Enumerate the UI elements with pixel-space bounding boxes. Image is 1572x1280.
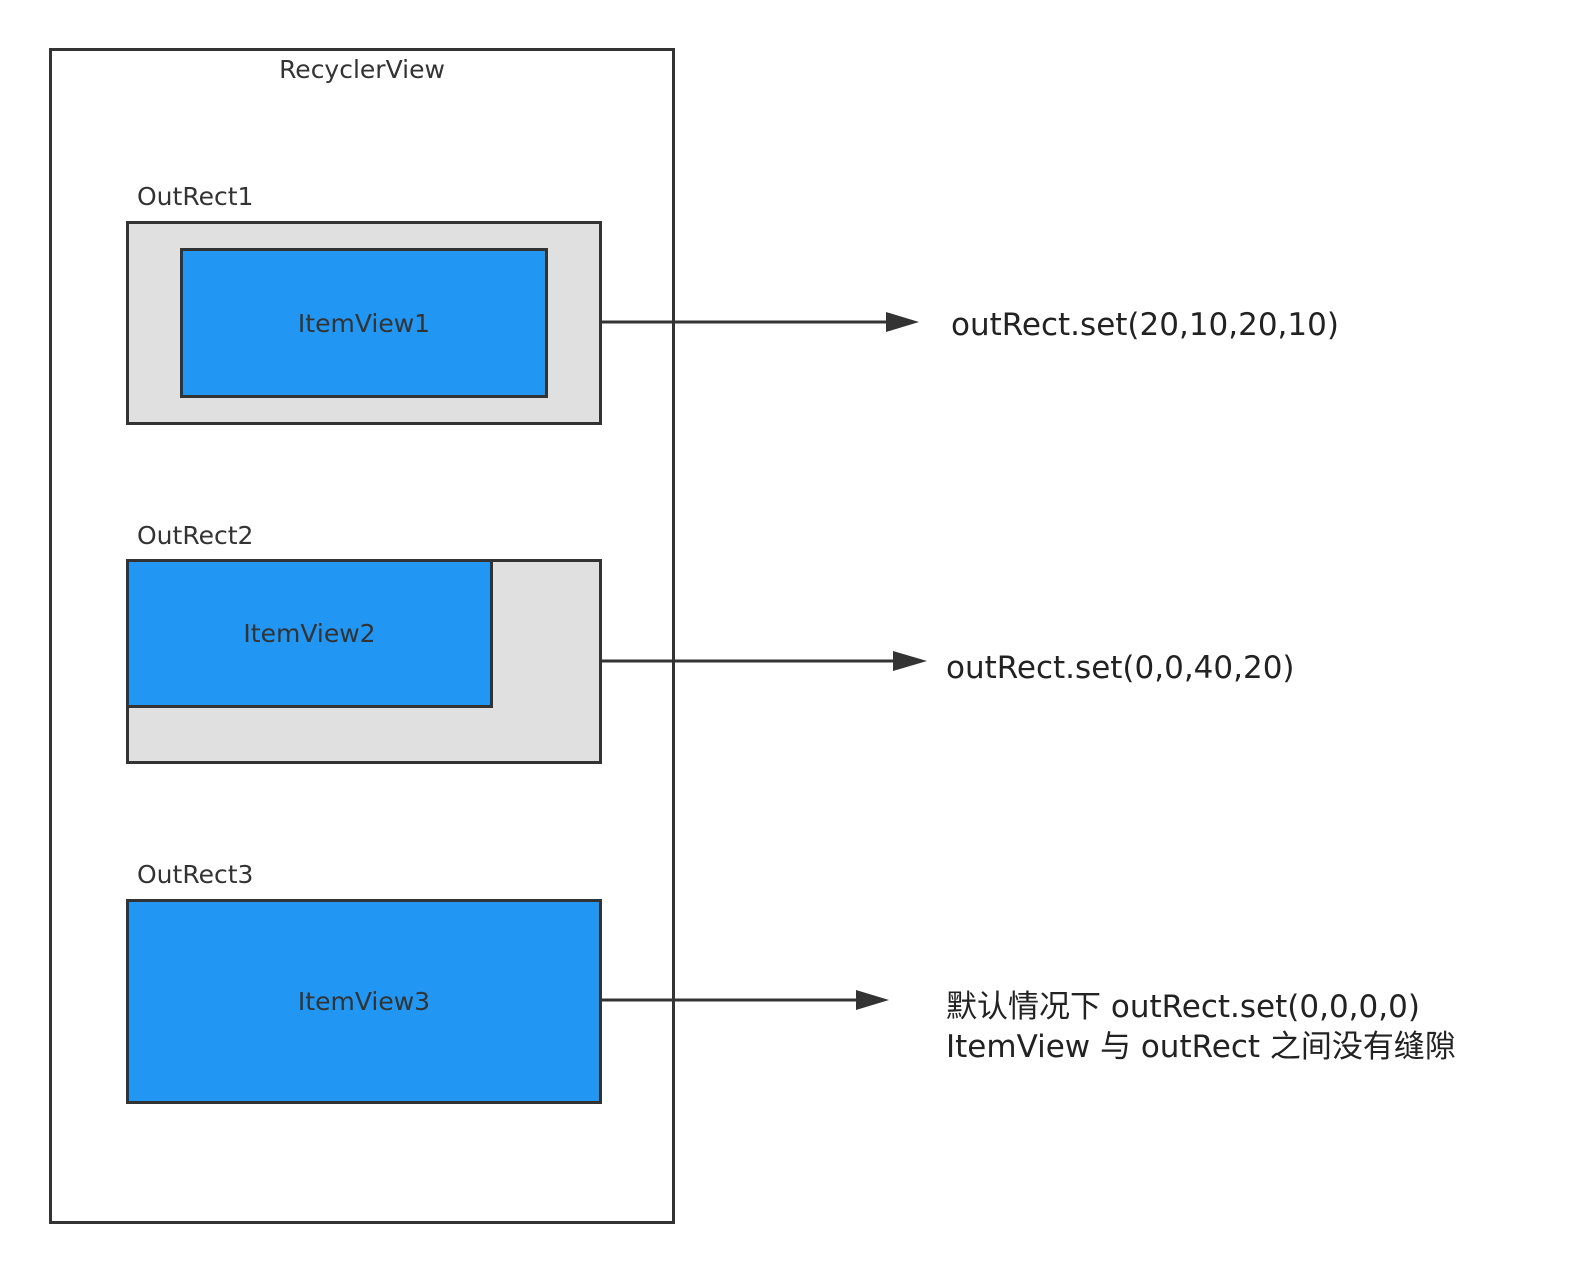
outrect3-label: OutRect3 bbox=[137, 860, 254, 889]
itemview3-box: ItemView3 bbox=[126, 899, 602, 1104]
outrect1-label: OutRect1 bbox=[137, 182, 254, 211]
recycler-view-label: RecyclerView bbox=[279, 55, 445, 84]
itemview2-box: ItemView2 bbox=[126, 559, 493, 708]
itemview1-label: ItemView1 bbox=[297, 308, 431, 338]
note-1: outRect.set(20,10,20,10) bbox=[951, 305, 1339, 345]
note-2: outRect.set(0,0,40,20) bbox=[946, 648, 1295, 688]
itemview1-box: ItemView1 bbox=[180, 248, 548, 398]
note-1-line-1: outRect.set(20,10,20,10) bbox=[951, 307, 1339, 343]
note-3: 默认情况下 outRect.set(0,0,0,0) ItemView 与 ou… bbox=[946, 987, 1456, 1067]
note-2-line-1: outRect.set(0,0,40,20) bbox=[946, 650, 1295, 686]
note-3-line-2: ItemView 与 outRect 之间没有缝隙 bbox=[946, 1029, 1456, 1065]
note-3-line-1: 默认情况下 outRect.set(0,0,0,0) bbox=[946, 989, 1420, 1025]
outrect2-label: OutRect2 bbox=[137, 521, 254, 550]
itemview3-label: ItemView3 bbox=[297, 987, 431, 1016]
itemview2-label: ItemView2 bbox=[243, 619, 376, 648]
